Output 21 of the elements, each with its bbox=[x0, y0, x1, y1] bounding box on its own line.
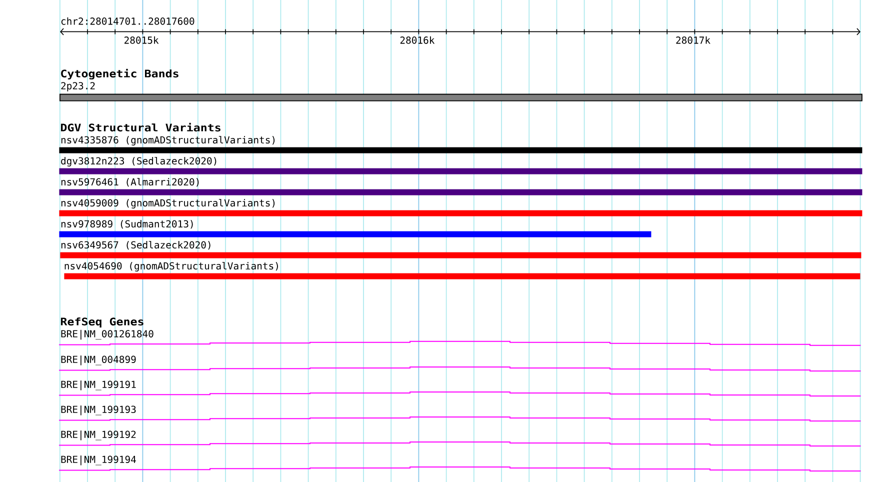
tick-label: 28015k bbox=[124, 36, 159, 44]
feature-label: nsv6349567 (Sedlazeck2020) bbox=[61, 240, 210, 250]
feature-label: BRE|NM_199191 bbox=[61, 380, 136, 390]
track-heading: DGV Structural Variants bbox=[61, 122, 220, 132]
feature-label: BRE|NM_199193 bbox=[61, 406, 136, 416]
feature-label: BRE|NM_004899 bbox=[61, 356, 136, 366]
feature-label: 2p23.2 bbox=[61, 82, 95, 92]
tick-label: 28016k bbox=[400, 36, 435, 44]
track-heading: RefSeq Genes bbox=[60, 317, 144, 328]
location-label: chr2:28014701..28017600 bbox=[61, 17, 194, 25]
feature-label: dgv3812n223 (Sedlazeck2020) bbox=[61, 156, 216, 166]
feature-label: nsv5976461 (Almarri2020) bbox=[61, 178, 199, 187]
tick-label: 28017k bbox=[676, 36, 710, 44]
feature-label: nsv4059009 (gnomADStructuralVariants) bbox=[61, 198, 275, 208]
feature-label: nsv978989 (Sudmant2013) bbox=[61, 220, 193, 229]
feature-label: BRE|NM_199194 bbox=[61, 456, 136, 466]
feature-label: nsv4054690 (gnomADStructuralVariants) bbox=[64, 262, 278, 272]
feature-label: BRE|NM_001261840 bbox=[61, 330, 154, 340]
feature-label: BRE|NM_199192 bbox=[61, 430, 136, 440]
track-heading: Cytogenetic Bands bbox=[61, 68, 178, 80]
feature-label: nsv4335876 (gnomADStructuralVariants) bbox=[61, 136, 275, 146]
